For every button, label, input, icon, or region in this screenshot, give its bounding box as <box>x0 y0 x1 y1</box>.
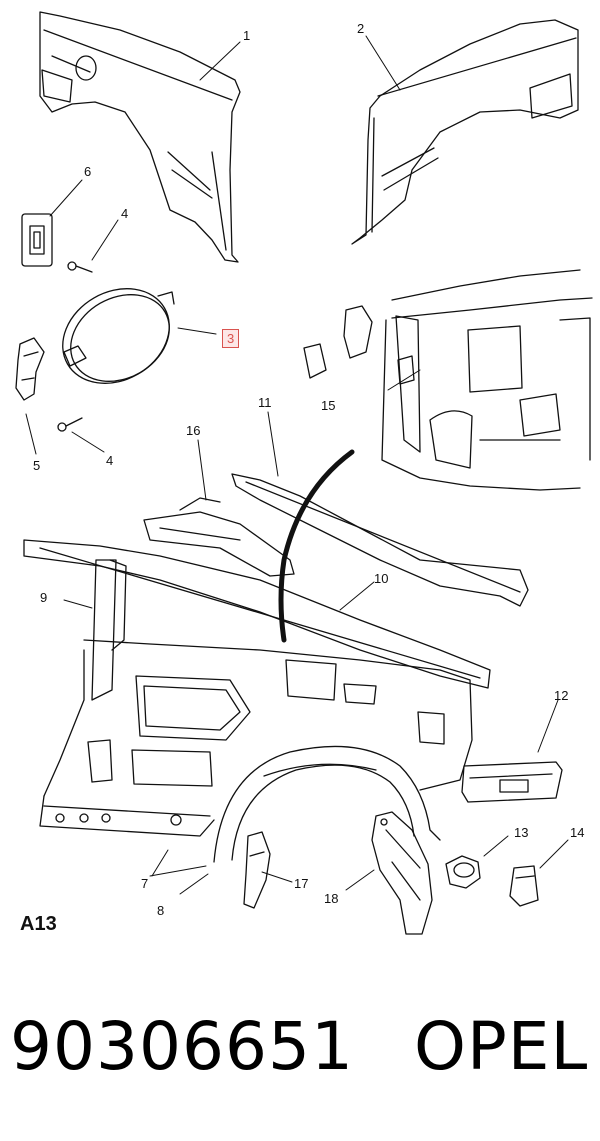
callout-18: 18 <box>324 891 339 906</box>
callout-11: 11 <box>258 395 272 410</box>
callout-1: 1 <box>243 28 251 43</box>
wheelhouse-inner <box>371 811 433 935</box>
callout-16: 16 <box>186 423 201 438</box>
inner-body-corner <box>303 269 593 491</box>
callout-7: 7 <box>141 876 149 891</box>
fuel-door-hinge <box>15 337 45 401</box>
sealing-strip <box>278 449 355 643</box>
quarter-panel-right <box>351 19 579 245</box>
part-number: 90306651 <box>10 1008 354 1085</box>
retaining-clip <box>509 865 539 907</box>
fuel-door-bracket <box>21 213 53 267</box>
parts-drawing <box>15 11 593 935</box>
callout-2: 2 <box>357 21 365 36</box>
callout-13: 13 <box>514 825 529 840</box>
screw-upper <box>67 261 93 273</box>
fuel-filler-door <box>62 288 175 384</box>
callout-4a: 4 <box>121 206 129 221</box>
wheelhouse-arch <box>213 745 441 863</box>
callout-3: 3 <box>222 329 240 348</box>
callout-15: 15 <box>321 398 336 413</box>
grommet <box>445 855 481 889</box>
screw-lower <box>57 417 83 432</box>
footer: 90306651 OPEL <box>0 1000 600 1100</box>
callout-17: 17 <box>294 876 309 891</box>
inner-bracket <box>243 831 271 909</box>
page-code: A13 <box>20 913 57 935</box>
callout-9: 9 <box>40 590 48 605</box>
closing-panel <box>461 761 563 803</box>
callout-14: 14 <box>570 825 585 840</box>
callout-8: 8 <box>157 903 165 918</box>
callout-4b: 4 <box>106 453 114 468</box>
brand-name: OPEL <box>414 1008 589 1085</box>
callout-10: 10 <box>374 571 389 586</box>
leader-lines <box>25 35 569 895</box>
callout-12: 12 <box>554 688 569 703</box>
callout-6: 6 <box>84 164 92 179</box>
callout-5: 5 <box>33 458 41 473</box>
rail-bracket <box>143 497 295 577</box>
quarter-panel-left <box>39 11 241 263</box>
roof-rail <box>231 473 529 607</box>
side-frame <box>23 539 491 837</box>
